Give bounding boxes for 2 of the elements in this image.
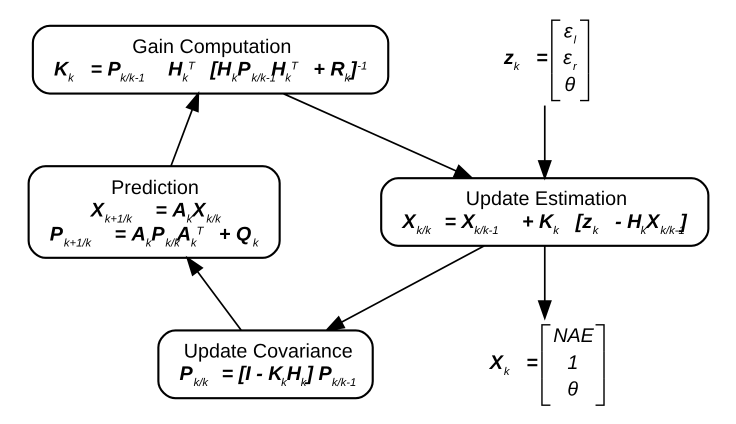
node-text: X$_{k}$ = NAE 1 θ <box>489 325 594 401</box>
node-text: z$_{k}$ = ε$_{l}$ ε$_{r}$ θ <box>503 20 576 96</box>
